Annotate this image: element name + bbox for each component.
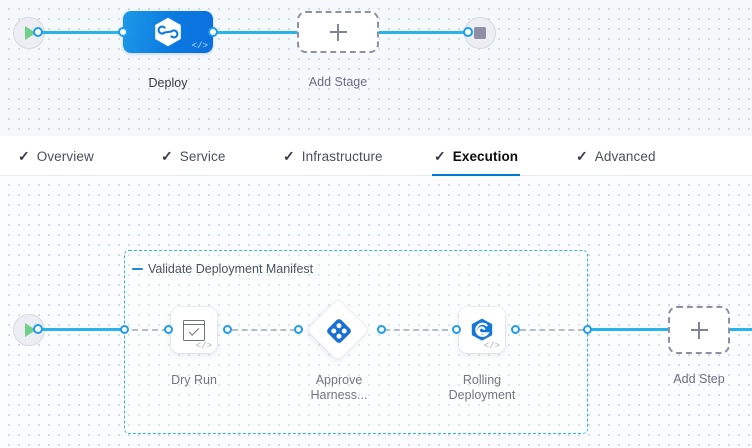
check-icon: ✓ — [283, 149, 295, 163]
approve-out-dot[interactable] — [377, 325, 386, 334]
plus-icon — [330, 24, 347, 41]
rolling-in-dot[interactable] — [452, 325, 461, 334]
exec-link-approve-rolling — [384, 329, 448, 331]
add-stage-button[interactable] — [297, 11, 379, 53]
add-stage-label: Add Stage — [278, 75, 398, 90]
stage-link-addstage-end — [372, 31, 468, 34]
add-step-button[interactable] — [668, 306, 730, 354]
group-exit-dot[interactable] — [583, 325, 592, 334]
stage-link-start-deploy — [38, 31, 126, 34]
tab-advanced-label: Advanced — [595, 149, 656, 164]
tab-service[interactable]: ✓ Service — [159, 136, 227, 176]
check-icon: ✓ — [18, 149, 30, 163]
plus-icon — [691, 322, 708, 339]
step-node-dry-run[interactable]: </> — [171, 307, 217, 353]
check-icon: ✓ — [434, 149, 446, 163]
tab-execution[interactable]: ✓ Execution — [432, 136, 520, 176]
exec-link-group-dryrun — [132, 329, 168, 331]
shell-script-check-icon — [183, 320, 205, 341]
tab-infrastructure-label: Infrastructure — [302, 149, 383, 164]
exec-link-start-group — [38, 328, 126, 331]
rolling-deployment-code-badge: </> — [484, 342, 500, 351]
add-step-label: Add Step — [649, 372, 749, 387]
exec-link-addstep-out — [730, 328, 752, 331]
tab-overview[interactable]: ✓ Overview — [16, 136, 96, 176]
execution-canvas[interactable]: Validate Deployment Manifest </> Dry Run — [0, 176, 752, 448]
tab-overview-label: Overview — [37, 149, 94, 164]
minus-icon[interactable] — [132, 268, 143, 271]
stage-node-deploy[interactable]: </> — [123, 11, 213, 53]
step-group-title: Validate Deployment Manifest — [148, 262, 313, 276]
stage-deploy-in-dot[interactable] — [118, 27, 128, 37]
tab-infrastructure[interactable]: ✓ Infrastructure — [281, 136, 385, 176]
exec-link-group-addstep — [588, 328, 668, 331]
exec-link-rolling-groupend — [520, 329, 584, 331]
dry-run-in-dot[interactable] — [164, 325, 173, 334]
stop-icon — [474, 27, 486, 39]
rolling-out-dot[interactable] — [511, 325, 520, 334]
dry-run-code-badge: </> — [196, 342, 212, 351]
tab-advanced[interactable]: ✓ Advanced — [574, 136, 658, 176]
exec-start-connector-dot[interactable] — [33, 324, 43, 334]
check-icon: ✓ — [161, 149, 173, 163]
stage-canvas[interactable]: </> Deploy Add Stage — [0, 0, 752, 136]
stage-start-connector-dot[interactable] — [33, 27, 43, 37]
step-group-header[interactable]: Validate Deployment Manifest — [132, 262, 313, 276]
stage-end-connector-dot[interactable] — [463, 27, 473, 37]
harness-approval-icon — [327, 319, 351, 343]
check-icon: ✓ — [576, 149, 588, 163]
stage-link-deploy-addstage — [212, 31, 304, 34]
stage-tab-bar: ✓ Overview ✓ Service ✓ Infrastructure ✓ … — [0, 136, 752, 176]
stage-code-badge: </> — [192, 42, 208, 51]
dry-run-out-dot[interactable] — [223, 325, 232, 334]
tab-service-label: Service — [180, 149, 226, 164]
stage-label-deploy: Deploy — [108, 76, 228, 91]
rolling-deployment-icon — [469, 317, 495, 343]
step-node-rolling-deployment[interactable]: </> — [459, 307, 505, 353]
harness-deploy-hexagon-icon — [154, 17, 182, 47]
approve-in-dot[interactable] — [294, 325, 303, 334]
tab-execution-label: Execution — [453, 149, 518, 164]
exec-link-dryrun-approve — [232, 329, 296, 331]
stage-deploy-out-dot[interactable] — [208, 27, 218, 37]
group-entry-dot[interactable] — [120, 325, 129, 334]
